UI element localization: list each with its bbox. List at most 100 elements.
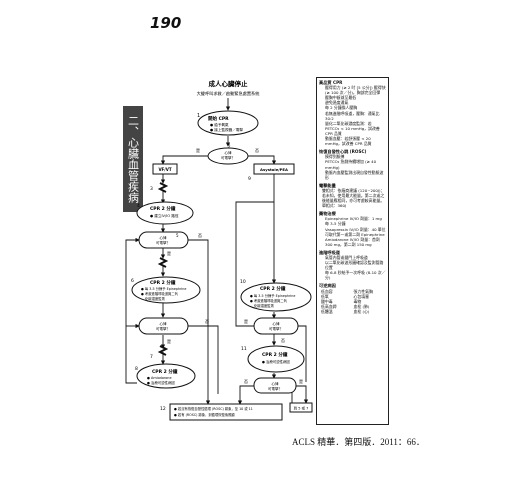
panel-reversible-causes: 低血容 張力性氣胸 低氧 心包填塞 酸中毒 毒物 低高血鉀 血栓 (肺) 低體溫…	[319, 289, 386, 314]
no-label-2: 否	[198, 233, 202, 238]
label-8: 8	[135, 366, 138, 372]
label-4: 4	[137, 203, 140, 209]
node-cpr-10	[240, 282, 312, 312]
label-1: 1	[197, 113, 200, 119]
node-8-title: CPR 2 分鐘	[152, 368, 178, 375]
label-7: 7	[150, 354, 153, 360]
label-3: 3	[150, 186, 153, 192]
list-item: 每 2 分鐘換人壓胸	[325, 105, 386, 110]
node-4-title: CPR 2 分鐘	[150, 205, 176, 212]
page-number: 190	[150, 14, 182, 32]
list-item: 低體溫	[321, 308, 333, 314]
yes-label-3: 是	[167, 338, 171, 344]
node-cpr-11	[247, 345, 305, 373]
list-item: 血栓 (肺)	[353, 303, 370, 309]
panel-section-title: 進階呼吸道	[319, 249, 340, 255]
label-2: 2	[228, 144, 231, 149]
node-10-line-3: 化碳濃度監測	[254, 303, 274, 308]
node-12-box	[169, 403, 283, 421]
panel-section-title: 可逆病因	[319, 283, 336, 289]
yes-label-2: 是	[167, 250, 171, 256]
node-6-line-3: 化碳濃度監測	[145, 296, 165, 301]
decision-shockable-5	[253, 377, 297, 394]
flowchart-subtitle: 大聲呼叫求救／啟動緊急處置系統	[197, 90, 260, 97]
list-item: 動脈內血壓監測出現自發性動脈波形	[325, 170, 386, 180]
label-9: 9	[248, 176, 251, 182]
list-item: 動脈血壓：若舒張壓 < 20 mmHg，試改善 CPR 品質	[325, 136, 386, 146]
node-11-title: CPR 2 分鐘	[262, 351, 288, 358]
vf-vt-box	[152, 163, 178, 175]
node-8-line-2: ● 治療可逆性病因	[147, 380, 175, 385]
node-8-line-1: ● Amiodarone	[147, 376, 172, 380]
label-6: 6	[131, 278, 134, 284]
list-item: 氣管內管或聲門上呼吸道	[325, 255, 386, 260]
panel-list-rosc: 摸得到脈搏 PETCO₂ 急劇持續增加 (≥ 40 mmHg) 動脈內血壓監測出…	[319, 154, 386, 179]
vf-vt-label: VF/VT	[158, 167, 171, 172]
no-label-5: 否	[244, 379, 248, 384]
panel-section-title: 電擊能量	[319, 182, 336, 188]
node-1-title: 開始 CPR	[208, 115, 229, 122]
shock-icon-3	[157, 182, 169, 193]
node-10-line-1: ● 每 3-5 分鐘予 Epinephrine	[250, 293, 295, 298]
asystole-label: Asystole/PEA	[260, 167, 288, 172]
panel-section-title: 高品質 CPR	[319, 80, 343, 85]
panel-list-airway: 氣管內管或聲門上呼吸道 以二氧化碳波形圖確認及監測管路位置 每 6-8 秒給予一…	[319, 255, 386, 280]
info-panel: 高品質 CPR 壓得用力 (≥ 2 吋 [5 公分]) 壓得快 (≥ 100 次…	[316, 77, 389, 425]
list-item: 心包填塞	[353, 293, 370, 299]
list-item: 避免過度通氣	[325, 100, 386, 105]
node-cpr-8	[136, 363, 196, 389]
decision-2-line-1: 心律	[160, 235, 167, 240]
label-10: 10	[240, 279, 246, 285]
list-item: 量化二氧化碳濃度監測：若 PETCO₂ < 10 mmHg，試改善 CPR 品質	[325, 121, 386, 136]
panel-section-title: 藥物治療	[319, 211, 336, 217]
decision-1-line-2: 可電擊？	[221, 155, 235, 160]
node-12-line-1: ● 若沒有恢復自發性循環 (ROSC) 跡象，至 10 或 11	[174, 406, 253, 411]
no-label-3: 否	[205, 319, 209, 324]
yes-label-1: 是	[196, 147, 200, 153]
node-10-title: CPR 2 分鐘	[260, 285, 286, 292]
shock-icon-5	[157, 257, 169, 268]
node-cpr-6	[131, 276, 201, 304]
decision-shockable-2	[138, 231, 189, 249]
list-item: Amiodarone IV/IO 劑量：首劑 300 mg，第二劑 150 mg	[325, 237, 386, 247]
list-item: 壓得用力 (≥ 2 吋 [5 公分]) 壓得快 (≥ 100 次／分)，胸部完全…	[325, 85, 386, 95]
node-4-line: ● 建立IV/IO 路徑	[150, 213, 179, 218]
no-label-1: 否	[255, 148, 259, 153]
list-item: PETCO₂ 急劇持續增加 (≥ 40 mmHg)	[325, 159, 386, 169]
decision-shockable-3	[138, 317, 189, 335]
node-1-line-1: ● 給予氧氣	[210, 122, 229, 127]
node-6-title: CPR 2 分鐘	[150, 279, 176, 286]
decision-5-line-1: 心律	[272, 381, 280, 386]
list-item: 張力性氣胸	[353, 288, 373, 294]
list-item: 低氧	[321, 293, 329, 299]
node-10-line-2: ● 考慮進階呼吸道與二氧	[250, 298, 288, 303]
list-item: 以二氧化碳波形圖確認及監測管路位置	[325, 260, 386, 270]
shock-icon-7	[157, 345, 169, 356]
decision-shockable-1	[207, 147, 249, 165]
node-start-cpr	[197, 110, 259, 136]
yes-label-4: 是	[244, 318, 248, 324]
list-item: Vasopressin IV/IO 劑量：40 單位可取代第一或第二劑 Epin…	[325, 227, 386, 237]
panel-list-drugs: Epinephrine IV/IO 劑量：1 mg 每 3-5 分鐘 Vasop…	[319, 216, 386, 247]
flowchart-title: 成人心臟停止	[209, 79, 249, 88]
label-11: 11	[241, 346, 247, 352]
decision-1-line-1: 心律	[225, 150, 232, 155]
goto-box	[289, 402, 313, 413]
list-item: 低血容	[321, 288, 333, 294]
decision-3-line-2: 可電擊？	[156, 326, 170, 331]
list-item: Epinephrine IV/IO 劑量：1 mg 每 3-5 分鐘	[325, 216, 386, 226]
chapter-tab: 二、心臟血管疾病	[123, 106, 143, 212]
decision-4-line-2: 可電擊？	[269, 326, 283, 331]
list-item: 壓胸中斷減至最低	[325, 95, 386, 100]
label-12: 12	[160, 406, 166, 412]
no-label-4: 否	[281, 338, 285, 343]
yes-label-5: 是	[299, 378, 303, 384]
node-cpr-4	[136, 201, 194, 225]
node-12-line-2: ● 若有 (ROSC) 跡象，到循環恢復後照顧	[174, 412, 235, 417]
panel-list-cpr: 壓得用力 (≥ 2 吋 [5 公分]) 壓得快 (≥ 100 次／分)，胸部完全…	[319, 85, 386, 146]
node-6-line-2: ● 考慮進階呼吸道與二氧	[141, 291, 179, 296]
list-item: 若無進階呼吸道，壓胸：通氣比 30:2	[325, 111, 386, 121]
decision-4-line-1: 心律	[273, 321, 281, 326]
list-item: 酸中毒	[321, 298, 333, 304]
list-item: 低高血鉀	[321, 303, 337, 309]
